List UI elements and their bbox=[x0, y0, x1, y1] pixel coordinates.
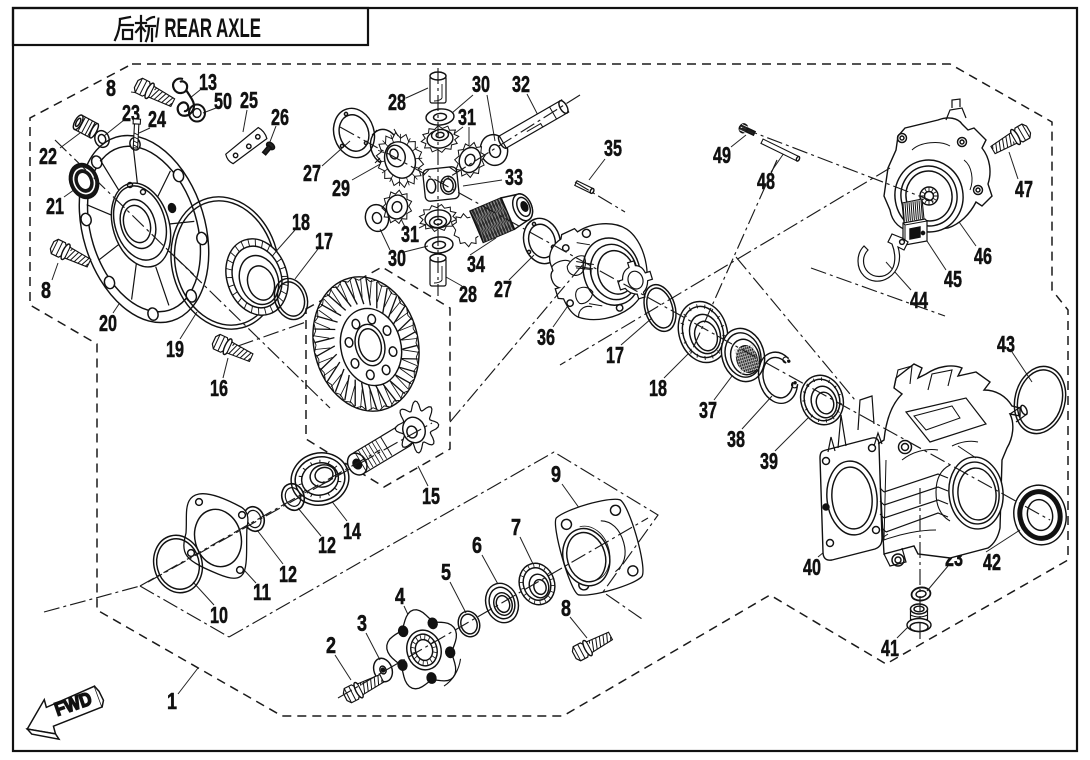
svg-text:36: 36 bbox=[537, 324, 555, 350]
svg-text:7: 7 bbox=[511, 514, 521, 540]
svg-text:17: 17 bbox=[315, 228, 333, 254]
svg-text:16: 16 bbox=[210, 375, 228, 401]
svg-text:6: 6 bbox=[472, 532, 482, 558]
svg-text:18: 18 bbox=[649, 375, 667, 401]
svg-text:22: 22 bbox=[39, 143, 57, 169]
svg-text:13: 13 bbox=[199, 69, 217, 95]
svg-text:19: 19 bbox=[166, 336, 184, 362]
svg-text:27: 27 bbox=[494, 276, 512, 302]
svg-text:31: 31 bbox=[458, 104, 476, 130]
svg-text:39: 39 bbox=[760, 448, 778, 474]
svg-text:12: 12 bbox=[279, 561, 297, 587]
svg-text:5: 5 bbox=[441, 559, 451, 585]
svg-text:32: 32 bbox=[512, 71, 530, 97]
svg-text:9: 9 bbox=[551, 461, 561, 487]
svg-text:30: 30 bbox=[472, 71, 490, 97]
svg-text:42: 42 bbox=[983, 549, 1001, 575]
svg-text:49: 49 bbox=[713, 142, 731, 168]
svg-text:28: 28 bbox=[459, 281, 477, 307]
svg-text:8: 8 bbox=[106, 75, 116, 101]
svg-text:37: 37 bbox=[699, 397, 717, 423]
svg-text:29: 29 bbox=[332, 175, 350, 201]
svg-text:4: 4 bbox=[395, 583, 405, 609]
svg-text:14: 14 bbox=[343, 518, 361, 544]
svg-text:2: 2 bbox=[326, 632, 336, 658]
svg-text:48: 48 bbox=[757, 168, 775, 194]
svg-text:8: 8 bbox=[41, 277, 51, 303]
svg-text:46: 46 bbox=[974, 243, 992, 269]
svg-text:33: 33 bbox=[505, 164, 523, 190]
svg-text:21: 21 bbox=[46, 193, 64, 219]
svg-text:40: 40 bbox=[803, 554, 821, 580]
svg-text:12: 12 bbox=[318, 532, 336, 558]
svg-text:11: 11 bbox=[253, 579, 271, 605]
svg-text:26: 26 bbox=[271, 104, 289, 130]
svg-text:18: 18 bbox=[292, 209, 310, 235]
svg-text:1: 1 bbox=[167, 688, 177, 714]
svg-text:25: 25 bbox=[240, 87, 258, 113]
svg-text:3: 3 bbox=[357, 610, 367, 636]
svg-text:43: 43 bbox=[997, 331, 1015, 357]
svg-text:35: 35 bbox=[604, 135, 622, 161]
svg-text:27: 27 bbox=[303, 160, 321, 186]
svg-text:15: 15 bbox=[422, 483, 440, 509]
svg-text:31: 31 bbox=[401, 221, 419, 247]
svg-text:/ REAR AXLE: / REAR AXLE bbox=[155, 13, 261, 43]
svg-text:28: 28 bbox=[388, 89, 406, 115]
svg-text:44: 44 bbox=[910, 287, 928, 313]
svg-text:20: 20 bbox=[99, 310, 117, 336]
svg-text:41: 41 bbox=[881, 635, 899, 661]
svg-text:24: 24 bbox=[148, 106, 166, 132]
svg-text:38: 38 bbox=[727, 426, 745, 452]
svg-text:10: 10 bbox=[210, 602, 228, 628]
svg-text:30: 30 bbox=[388, 245, 406, 271]
svg-text:8: 8 bbox=[561, 595, 571, 621]
svg-text:34: 34 bbox=[467, 251, 485, 277]
svg-text:47: 47 bbox=[1015, 176, 1033, 202]
svg-text:45: 45 bbox=[944, 266, 962, 292]
svg-text:17: 17 bbox=[606, 342, 624, 368]
svg-text:50: 50 bbox=[214, 88, 232, 114]
